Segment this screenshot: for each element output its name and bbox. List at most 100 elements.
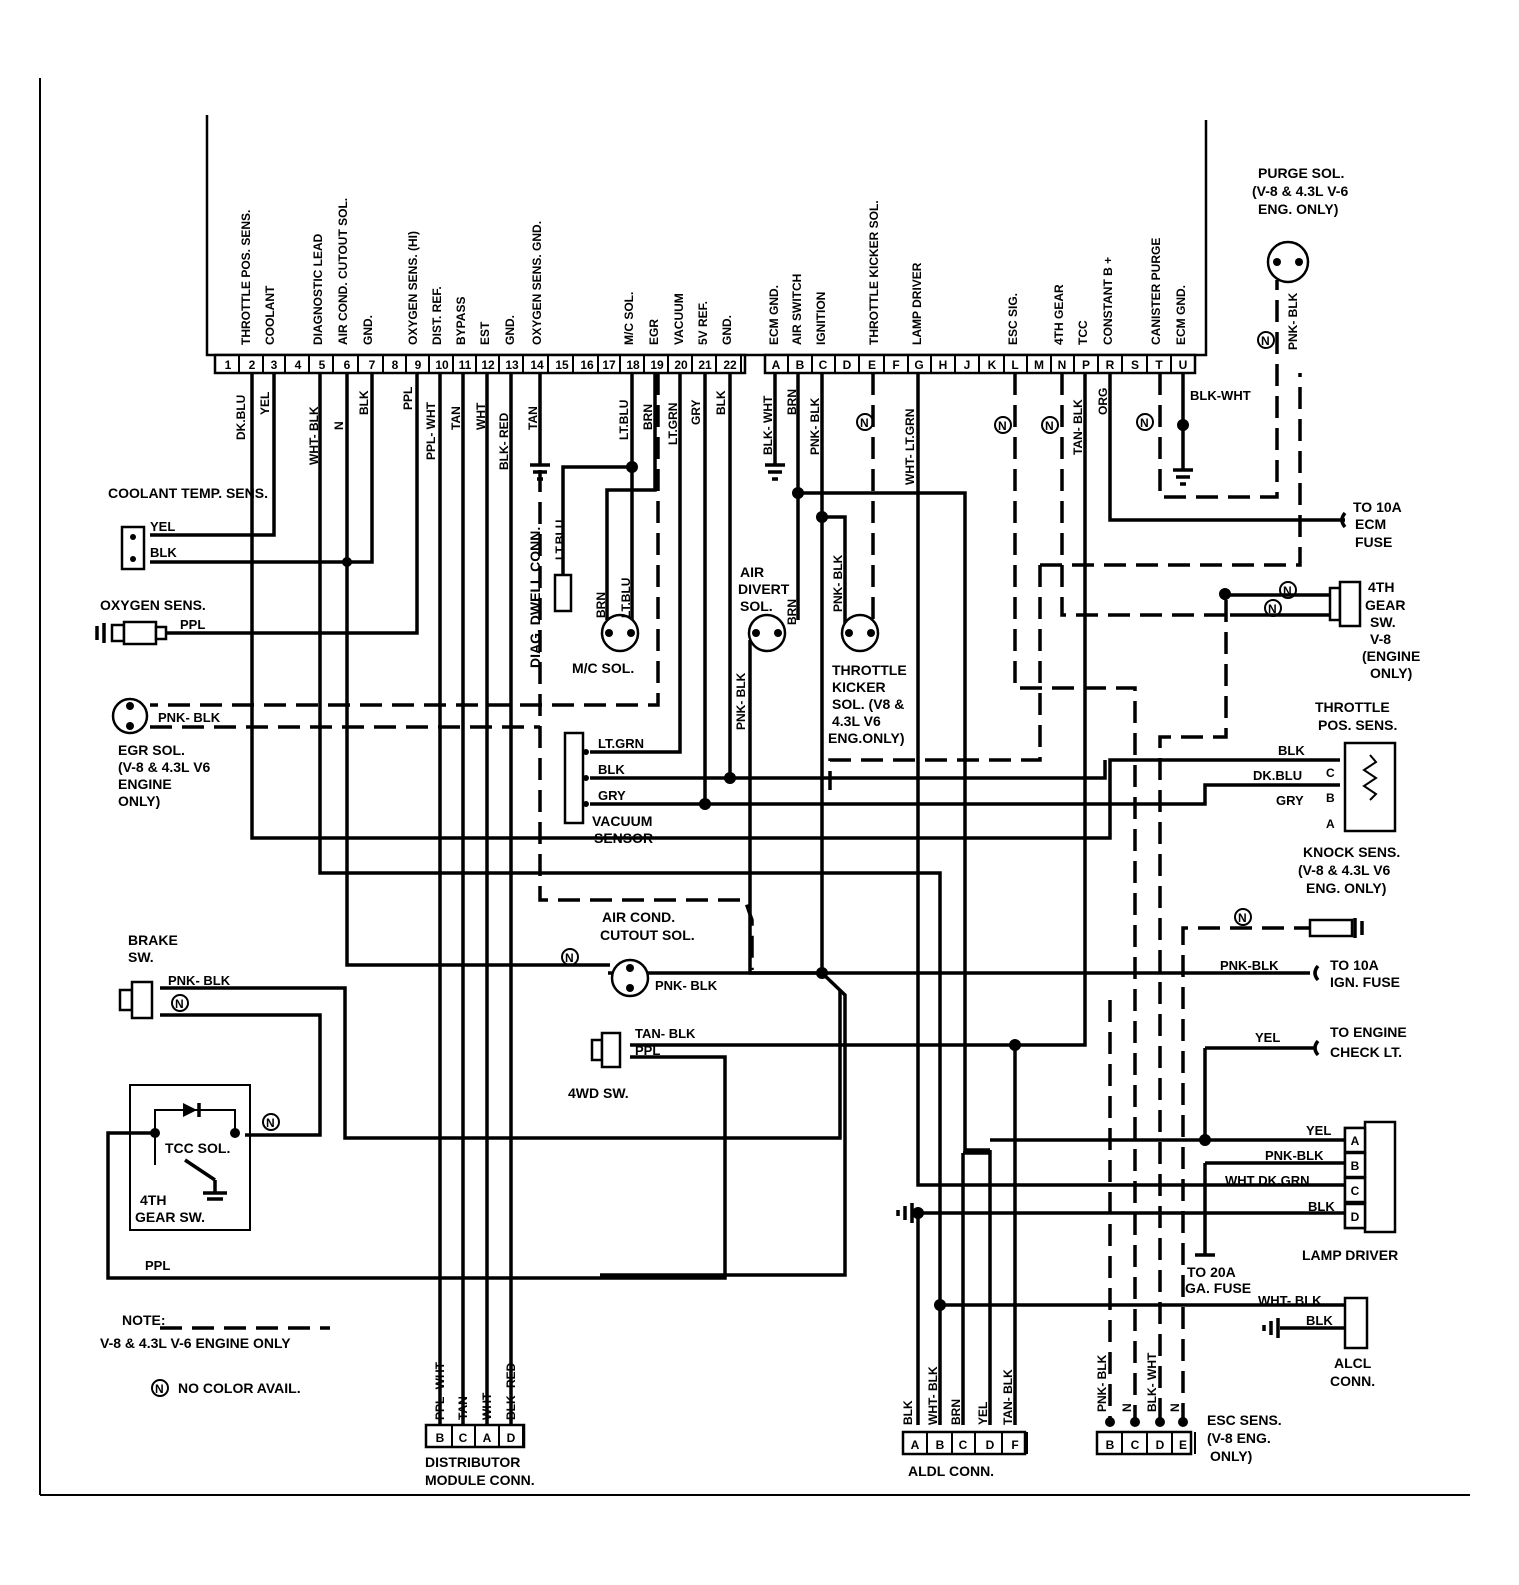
ecm-pin-6: 6 [344, 358, 351, 372]
esc-sensor-connector [1095, 1430, 1193, 1456]
lamp-driver-pin-box [1343, 1202, 1367, 1230]
ecm-pin-8: 8 [392, 358, 399, 372]
ecm-pin-7: 7 [369, 358, 376, 372]
purge-sol-label-1: PURGE SOL. [1258, 165, 1344, 181]
tps-label-2: POS. SENS. [1318, 717, 1397, 733]
divert-pnk-blk-label: PNK- BLK [734, 672, 748, 730]
ecm-function-label: THROTTLE KICKER SOL. [867, 200, 881, 345]
kicker-label-2: KICKER [832, 679, 886, 695]
egr-solenoid [111, 697, 149, 735]
lamp-driver-pin-D: D [1351, 1210, 1360, 1224]
ecm-pin-B: B [796, 358, 805, 372]
tps-pin-a: A [1326, 817, 1335, 831]
gear-sw-label-1: 4TH [1368, 579, 1394, 595]
tps-pin-c: C [1326, 766, 1335, 780]
throttle-position-sensor [1343, 741, 1397, 833]
wire-color-pin8: PPL [401, 387, 415, 410]
lamp-driver-wire-2: WHT DK.GRN [1225, 1173, 1310, 1188]
ecm-function-label: 5V REF. [696, 301, 710, 345]
ecm-pin-12: 12 [481, 358, 495, 372]
oxygen-sens-label: OXYGEN SENS. [100, 597, 206, 613]
ecm-pin-row-numeric [213, 353, 747, 375]
aldl-wire-A: BLK [901, 1400, 915, 1425]
ground-icon-alcl [1262, 1318, 1280, 1338]
ground-icon-pin13 [530, 463, 550, 481]
vacuum-label-2: SENSOR [594, 830, 653, 846]
wire-color-pinG: WHT- LT.GRN [903, 409, 917, 485]
esc-pin-E: E [1179, 1438, 1187, 1452]
lamp-driver-wire-0: YEL [1306, 1123, 1331, 1138]
wire-color-pin4: WHT- BLK [307, 406, 321, 465]
svg-text:N: N [998, 419, 1007, 433]
alcl-label-1: ALCL [1334, 1355, 1372, 1371]
n-marker-icon: N [1279, 581, 1297, 599]
ecm-pin-L: L [1011, 358, 1018, 372]
ecm-function-label: CANISTER PURGE [1149, 238, 1163, 345]
aldl-label: ALDL CONN. [908, 1463, 994, 1479]
ecm-function-label: M/C SOL. [622, 292, 636, 345]
ecm-pin-H: H [939, 358, 948, 372]
ecm-pin-G: G [914, 358, 923, 372]
ac-cutout-label-2: CUTOUT SOL. [600, 927, 695, 943]
vacuum-wire-blk: BLK [598, 762, 625, 777]
mc-sol-label: M/C SOL. [572, 660, 634, 676]
knock-label-2: (V-8 & 4.3L V6 [1298, 862, 1391, 878]
kicker-label-3: SOL. (V8 & [832, 696, 904, 712]
engine-check-label-2: CHECK LT. [1330, 1044, 1402, 1060]
lamp-driver-pin-A: A [1351, 1134, 1360, 1148]
engine-check-label-1: TO ENGINE [1330, 1024, 1407, 1040]
purge-solenoid [1266, 240, 1310, 284]
ecm-function-label: GND. [361, 315, 375, 345]
ecm-pin-2: 2 [249, 358, 256, 372]
4th-gear-switch [1328, 580, 1362, 628]
ecm-pin-R: R [1106, 358, 1115, 372]
aldl-pin-C: C [959, 1438, 968, 1452]
ecm-pin-4: 4 [295, 358, 302, 372]
esc-pin-dot [1178, 1417, 1188, 1427]
brake-switch [118, 980, 154, 1020]
ecm-pin-11: 11 [459, 358, 472, 372]
svg-text:N: N [1283, 584, 1292, 598]
esc-wire-D: BLK- WHT [1145, 1352, 1159, 1412]
alcl-blk-label: BLK [1306, 1313, 1333, 1328]
ecm-fuse-label-2: ECM [1355, 516, 1386, 532]
ecm-pin-M: M [1034, 358, 1044, 372]
wire-color-pin9: PPL- WHT [424, 401, 438, 460]
knock-sensor [1308, 918, 1354, 938]
gear-sw-label-5: (ENGINE [1362, 648, 1420, 664]
aldl-pin-B: B [936, 1438, 945, 1452]
svg-text:N: N [1140, 416, 1149, 430]
esc-pin-B: B [1106, 1438, 1115, 1452]
egr-sol-label-3: ENGINE [118, 776, 172, 792]
n-marker-icon: N [561, 948, 579, 966]
ecm-pin-16: 16 [580, 358, 594, 372]
kicker-label-4: 4.3L V6 [832, 713, 881, 729]
wire-color-pinA: BLK- WHT [761, 395, 775, 455]
coolant-yel-label: YEL [150, 519, 175, 534]
ecm-pin-5: 5 [319, 358, 326, 372]
ecm-pin-C: C [819, 358, 828, 372]
note-title: NOTE: [122, 1312, 166, 1328]
egr-sol-label-4: ONLY) [118, 793, 160, 809]
aldl-pin-F: F [1011, 1438, 1018, 1452]
esc-pin-dot [1155, 1417, 1165, 1427]
svg-text:N: N [565, 951, 574, 965]
vacuum-sensor [563, 731, 589, 825]
ecm-function-label: 4TH GEAR [1052, 284, 1066, 345]
alcl-label-2: CONN. [1330, 1373, 1375, 1389]
ecm-pin-K: K [988, 358, 997, 372]
ecm-function-label: OXYGEN SENS. GND. [530, 221, 544, 345]
ecm-pin-21: 21 [698, 358, 712, 372]
aldl-wire-F: TAN- BLK [1001, 1369, 1015, 1425]
n-marker-icon: N [1257, 331, 1275, 349]
tcc-solenoid-block [129, 1084, 251, 1231]
ecm-pin-3: 3 [271, 358, 278, 372]
alcl-connector [1343, 1296, 1369, 1350]
gear-sw-label-6: ONLY) [1370, 665, 1412, 681]
brake-sw-label-1: BRAKE [128, 932, 178, 948]
wire-color-pinC: PNK- BLK [808, 397, 822, 455]
kicker-label-5: ENG.ONLY) [828, 730, 905, 746]
ga-fuse-label-2: GA. FUSE [1185, 1280, 1251, 1296]
gear-sw-label-3: SW. [1370, 614, 1396, 630]
throttle-kicker-solenoid [840, 613, 880, 653]
